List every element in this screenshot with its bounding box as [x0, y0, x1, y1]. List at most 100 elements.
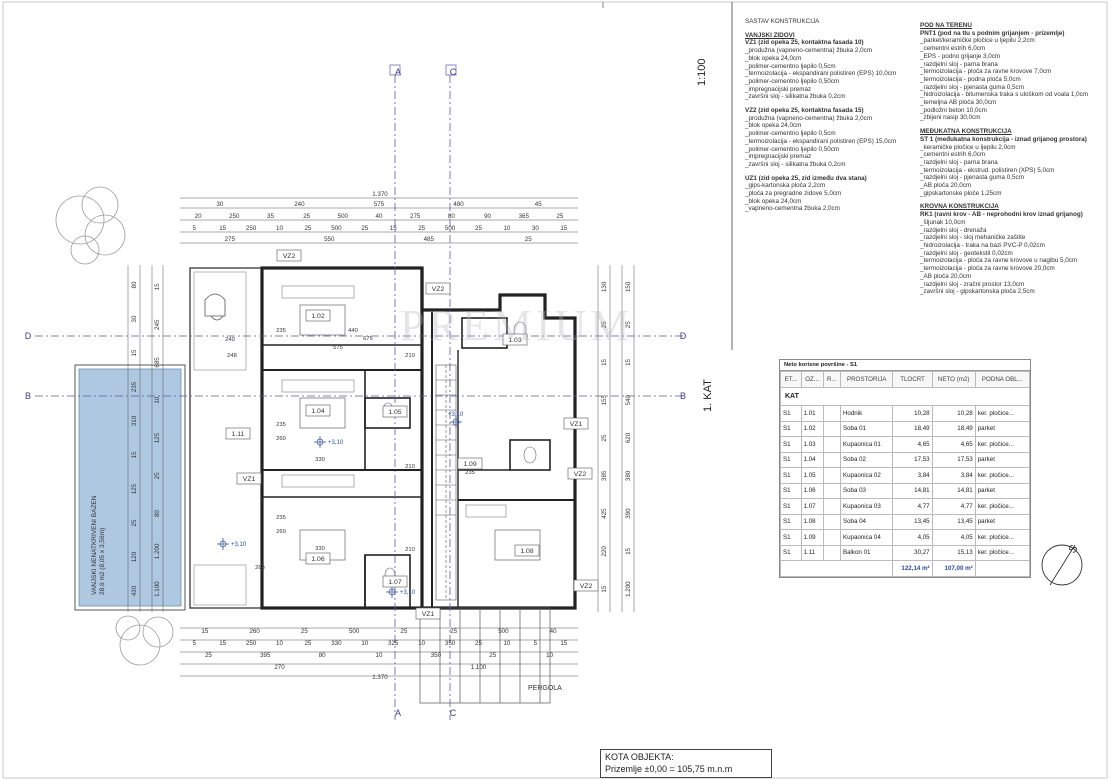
table-total-end	[974, 560, 1031, 577]
dim-left-outer: 1.100	[154, 581, 161, 597]
dim-inner: 675	[363, 336, 373, 342]
rk1-line: _razdjelni sloj - drenaža	[920, 226, 987, 234]
level-label: +3,10	[448, 412, 464, 418]
dim-top-row2: 365	[519, 213, 530, 220]
room-label-1-09: 1.09	[463, 461, 476, 468]
st1-line: _termoizolacija - ekstrud. polistiren (X…	[920, 166, 1055, 174]
pnt1-line: _termoizolacija - ploča za ravne krovove…	[920, 68, 1052, 76]
room-label-1-05: 1.05	[388, 409, 401, 416]
dim-bottom-row3: 395	[260, 652, 271, 659]
dim-left-inner: 310	[131, 415, 138, 426]
table-cell: S1	[780, 405, 802, 422]
dim-bottom-row2: 5	[192, 640, 196, 647]
table-cell	[822, 498, 841, 515]
table-cell: 1.01	[800, 405, 824, 422]
table-cell: 10,28	[892, 405, 933, 422]
wall-tag-vz1: VZ1	[243, 476, 256, 483]
vz1-line: _završni sloj - silikatna žbuka 0,2cm	[745, 93, 846, 101]
kota-objekta-box: KOTA OBJEKTA: Prizemlje ±0,00 = 105,75 m…	[600, 749, 772, 778]
dim-top-row3: 15	[560, 225, 567, 232]
table-cell: 1.07	[800, 498, 824, 515]
rk1-line: _razdjelni sloj - zračni prostor 13,0cm	[920, 280, 1025, 288]
vz2-lines: _produžna (vapneno-cementna) žbuka 2,0cm…	[745, 115, 896, 169]
table-cell: 1.11	[800, 544, 824, 561]
col-header-oz: OZ...	[800, 371, 824, 388]
dim-right-inner: 385	[601, 470, 608, 481]
dim-bottom-row1: 500	[498, 628, 509, 635]
section-mark-b-right: B	[680, 391, 686, 401]
section-mark-d-right: D	[680, 331, 687, 341]
table-cell: Kupaonica 01	[839, 436, 894, 453]
dim-top-row2: 35	[267, 213, 274, 220]
vz1-line: _polimer-cementno ljepilo 0,50cm	[745, 77, 840, 85]
room-label-1-08-box	[514, 544, 540, 557]
dim-bottom-row2: 350	[445, 640, 456, 647]
area-schedule-table: Neto korisne površine - S1 ET... OZ... R…	[779, 359, 1031, 578]
room-label-1-02: 1.02	[311, 313, 324, 320]
table-cell: 3,84	[931, 467, 976, 484]
table-cell: 14,81	[892, 482, 933, 499]
dim-top-row2: 25	[303, 213, 310, 220]
table-cell: Hodnik	[839, 405, 894, 422]
dim-right-inner: 15	[601, 585, 608, 592]
dim-top-row3: 250	[246, 225, 257, 232]
pergola	[419, 607, 551, 704]
table-cell: S1	[780, 436, 802, 453]
wall-tag-vz2-box	[425, 282, 451, 295]
dim-bottom-row2: 25	[304, 640, 311, 647]
table-cell: ker. pločice...	[974, 544, 1031, 561]
dim-left-outer: 125	[154, 432, 161, 443]
notes-title: SASTAV KONSTRUKCIJA	[745, 18, 820, 25]
vz1-line: _polimer-cementno ljepilo 0,5cm	[745, 62, 836, 70]
table-cell: 4,65	[931, 436, 976, 453]
staircase	[435, 364, 457, 601]
pnt1-lines: _parket/keramičke pločice u ljepilu 2,2c…	[920, 37, 1088, 122]
vz1-line: _termoizolacija - ekspandirani polistire…	[745, 70, 897, 78]
pnt1-line: _EPS - podno grijanje 3,0cm	[920, 52, 1001, 60]
heading-krovna: KROVNA KONSTRUKCIJA	[920, 203, 999, 211]
dim-right-outer: 390	[625, 508, 632, 519]
table-cell: parket	[974, 420, 1031, 437]
dim-inner: 575	[333, 345, 343, 351]
vz1-line: _impregnacijski premaz	[745, 85, 812, 93]
rk1-line: _hidroizolacija - traka na bazi PVC-P 0,…	[920, 241, 1045, 249]
table-cell: ker. pločice...	[974, 529, 1031, 546]
table-cell: 15,13	[931, 544, 976, 561]
heading-pod-na-terenu: POD NA TERENU	[920, 22, 972, 29]
dim-bottom-row3: 10	[546, 652, 553, 659]
wall-tag-vz1-box	[236, 472, 262, 485]
table-cell: 10,28	[931, 405, 976, 422]
dim-left-outer: 685	[154, 357, 161, 368]
st1-line: _AB ploča 20,0cm	[920, 182, 972, 190]
dim-left-outer: 245	[154, 319, 161, 330]
table-cell: 14,81	[931, 482, 976, 499]
dim-bottom-row4: 270	[274, 664, 285, 671]
total-tlocrt: 122,14 m²	[892, 560, 933, 577]
room-label-1-09-box	[457, 457, 483, 470]
wall-tag-vz1: VZ1	[422, 611, 435, 618]
table-cell: 1.03	[800, 436, 824, 453]
dim-bottom-row1: 25	[400, 628, 407, 635]
st1-line: _razdjelni sloj - pjenasta guma 0,5cm	[920, 174, 1024, 182]
dim-top-row1: 480	[453, 201, 464, 208]
table-cell: Balkon 01	[839, 544, 894, 561]
dim-left-outer: 1.200	[154, 543, 161, 559]
dim-bottom-row1: 15	[201, 628, 208, 635]
rk1-lines: _šljunak 10,0cm_razdjelni sloj - drenaža…	[920, 219, 1088, 296]
table-cell: 13,45	[931, 513, 976, 530]
table-cell: 18,49	[892, 420, 933, 437]
table-cell: Kupaonica 03	[839, 498, 894, 515]
pnt1-line: _razdjelni sloj - parna brana	[920, 60, 998, 68]
st1-title: ST 1 (međukatna konstrukcija - iznad gri…	[920, 135, 1087, 143]
st1-line: _gipskartonske ploče 1,25cm	[920, 189, 1002, 197]
room-label-1-03-box	[502, 333, 528, 346]
table-cell: S1	[780, 529, 802, 546]
dim-right-inner: 25	[601, 434, 608, 441]
dim-left-inner: 30	[131, 315, 138, 322]
dim-left-inner: 120	[131, 551, 138, 562]
dim-top-row2: 25	[556, 213, 563, 220]
rk1-line: _završni sloj - gipskartonska ploča 2,5c…	[920, 288, 1035, 296]
